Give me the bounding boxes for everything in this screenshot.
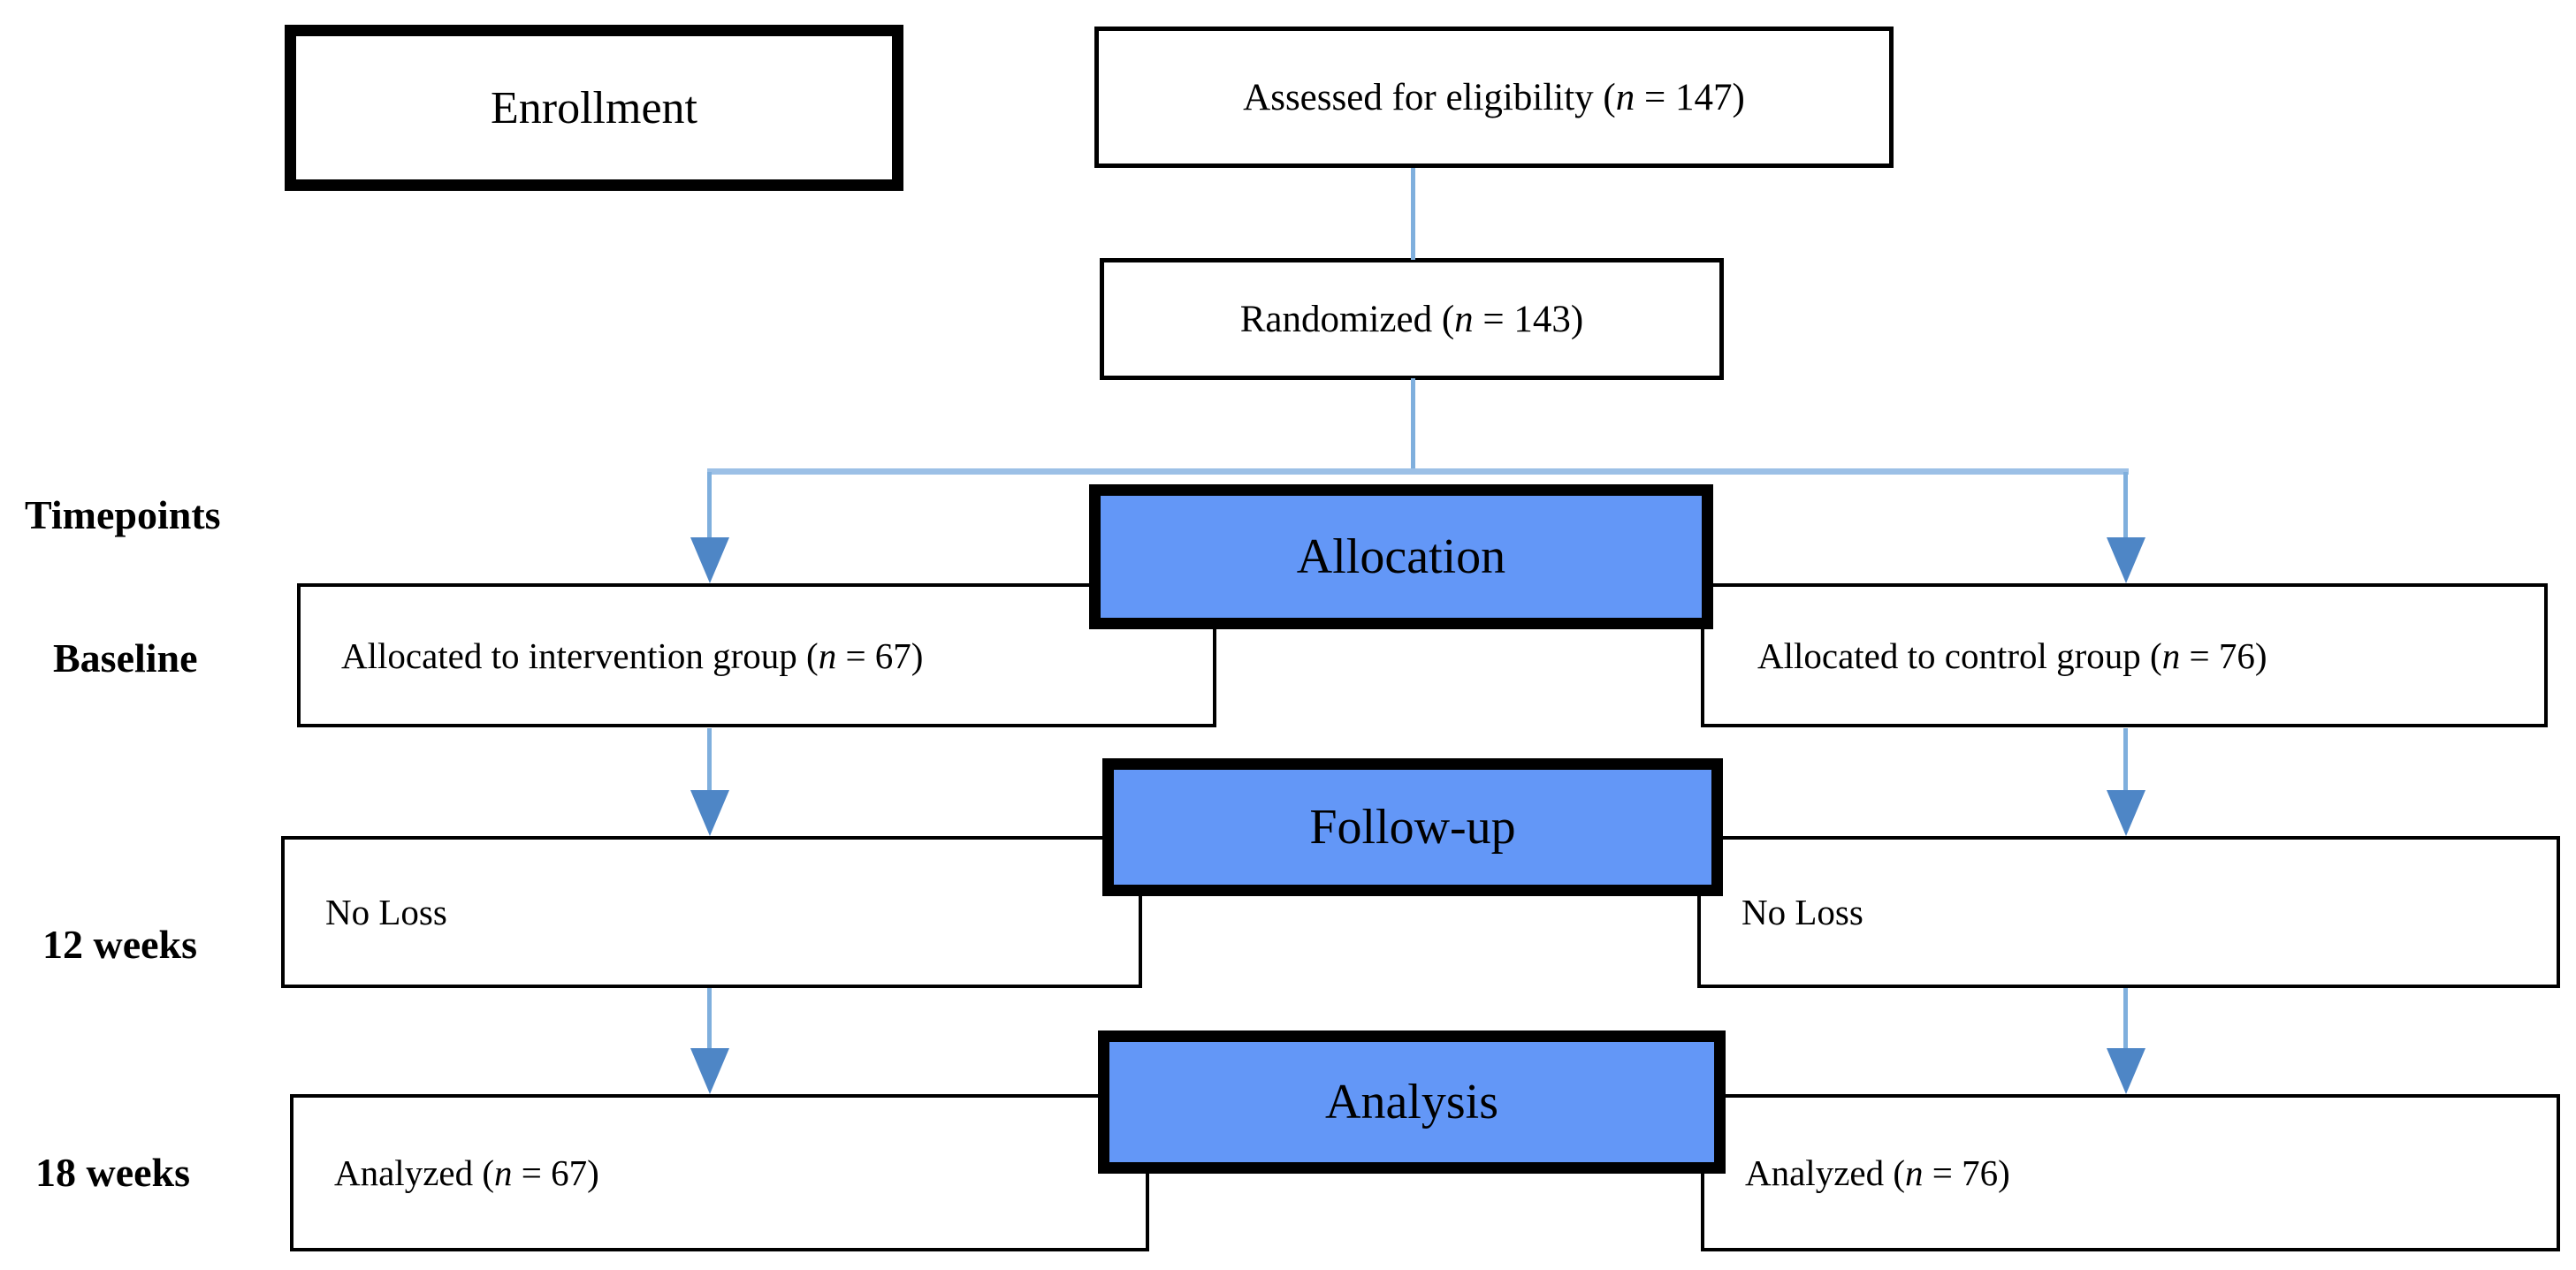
- analyzed-control-n-symbol: n: [1905, 1152, 1924, 1193]
- analyzed-intervention-box: Analyzed (n = 67): [290, 1094, 1149, 1251]
- timepoints-label: Timepoints: [25, 492, 221, 537]
- follow-up-stage-label: Follow-up: [1309, 800, 1516, 855]
- randomized-box: Randomized (n = 143): [1100, 258, 1724, 380]
- allocated-control-n-value: = 76): [2180, 635, 2267, 676]
- allocated-intervention-box: Allocated to intervention group (n = 67): [297, 583, 1216, 727]
- connector-right-allocated-to-noloss: [2123, 728, 2128, 795]
- allocated-control-text: Allocated to control group (: [1757, 635, 2162, 676]
- assessed-text: Assessed for eligibility (: [1243, 76, 1616, 118]
- assessed-n-symbol: n: [1615, 76, 1635, 118]
- arrow-down-left-analysis-icon: [690, 1048, 729, 1094]
- allocation-stage-label: Allocation: [1296, 529, 1506, 584]
- connector-right-noloss-to-analyzed: [2123, 988, 2128, 1053]
- no-loss-intervention-text: No Loss: [325, 892, 447, 932]
- arrow-down-left-followup-icon: [690, 790, 729, 836]
- allocated-control-box: Allocated to control group (n = 76): [1701, 583, 2548, 727]
- connector-randomized-to-branch: [1411, 378, 1415, 473]
- arrow-down-right-followup-icon: [2107, 790, 2145, 836]
- allocated-intervention-n-value: = 67): [836, 635, 924, 676]
- allocated-intervention-text: Allocated to intervention group (: [341, 635, 819, 676]
- analyzed-control-box: Analyzed (n = 76): [1701, 1094, 2560, 1251]
- randomized-n-value: = 143): [1473, 298, 1584, 340]
- analyzed-intervention-n-value: = 67): [512, 1152, 599, 1193]
- enrollment-stage-label: Enrollment: [491, 82, 697, 133]
- analyzed-control-text: Analyzed (: [1745, 1152, 1905, 1193]
- connector-branch-right-stem: [2123, 472, 2128, 543]
- analyzed-intervention-text: Analyzed (: [334, 1152, 494, 1193]
- arrow-down-right-analysis-icon: [2107, 1048, 2145, 1094]
- no-loss-control-text: No Loss: [1741, 892, 1863, 932]
- assessed-n-value: = 147): [1635, 76, 1745, 118]
- 18-weeks-label: 18 weeks: [35, 1150, 191, 1195]
- connector-left-allocated-to-noloss: [707, 728, 712, 795]
- randomized-text: Randomized (: [1239, 298, 1455, 340]
- connector-assessed-to-randomized: [1411, 168, 1415, 260]
- 12-weeks-label: 12 weeks: [42, 922, 198, 967]
- arrow-down-right-allocation-icon: [2107, 537, 2145, 583]
- no-loss-control-box: No Loss: [1697, 836, 2560, 988]
- connector-left-noloss-to-analyzed: [707, 988, 712, 1053]
- allocated-intervention-n-symbol: n: [818, 635, 837, 676]
- connector-branch-left-stem: [707, 472, 712, 543]
- analysis-stage-box: Analysis: [1098, 1030, 1726, 1174]
- no-loss-intervention-box: No Loss: [281, 836, 1142, 988]
- allocation-stage-box: Allocation: [1089, 484, 1713, 629]
- analyzed-intervention-n-symbol: n: [494, 1152, 513, 1193]
- assessed-for-eligibility-box: Assessed for eligibility (n = 147): [1094, 27, 1894, 168]
- randomized-n-symbol: n: [1454, 298, 1474, 340]
- analysis-stage-label: Analysis: [1325, 1075, 1498, 1129]
- connector-branch-horizontal: [707, 468, 2129, 475]
- follow-up-stage-box: Follow-up: [1102, 758, 1723, 896]
- allocated-control-n-symbol: n: [2161, 635, 2181, 676]
- arrow-down-left-allocation-icon: [690, 537, 729, 583]
- enrollment-stage-box: Enrollment: [285, 25, 903, 191]
- baseline-label: Baseline: [53, 635, 198, 681]
- analyzed-control-n-value: = 76): [1923, 1152, 2010, 1193]
